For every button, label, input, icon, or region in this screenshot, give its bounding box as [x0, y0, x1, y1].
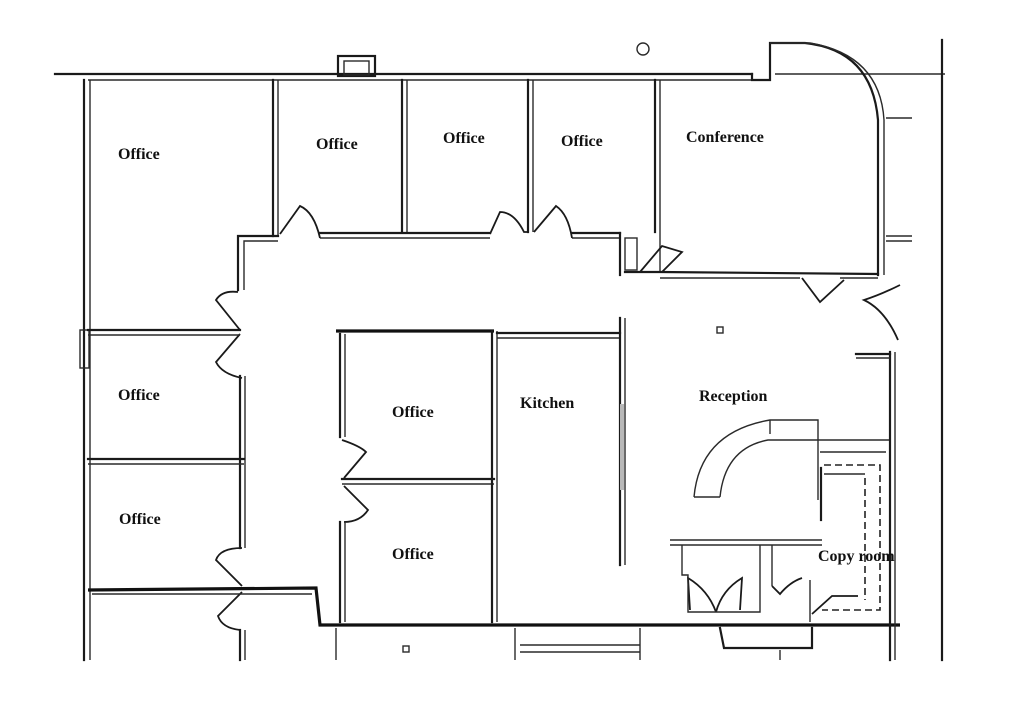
- doors: [214, 204, 901, 631]
- exterior-walls: [53, 38, 945, 662]
- room-label-office-5: Office: [118, 387, 160, 404]
- room-label-kitchen: Kitchen: [520, 395, 575, 412]
- room-label-office-3: Office: [443, 130, 485, 147]
- room-label-conference: Conference: [686, 129, 764, 146]
- room-label-reception: Reception: [699, 388, 768, 405]
- room-label-office-6: Office: [392, 404, 434, 421]
- interior-walls: [86, 42, 900, 662]
- room-label-office-7: Office: [119, 511, 161, 528]
- top-office-walls: [236, 78, 880, 292]
- room-label-office-4: Office: [561, 133, 603, 150]
- room-label-copy-room: Copy room: [818, 548, 895, 565]
- room-label-office-8: Office: [392, 546, 434, 563]
- room-label-office-2: Office: [316, 136, 358, 153]
- room-label-office-1: Office: [118, 146, 160, 163]
